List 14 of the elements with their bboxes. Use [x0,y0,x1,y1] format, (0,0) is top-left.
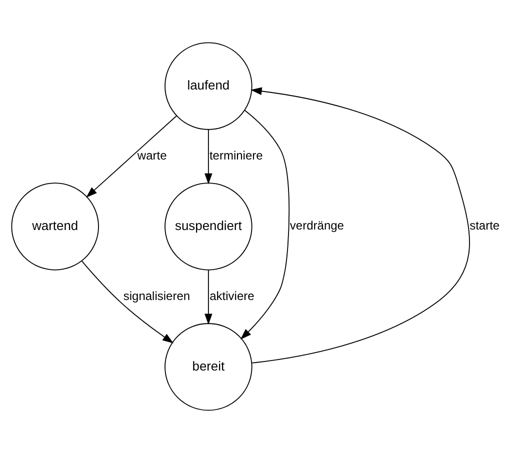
arrow [81,260,174,344]
arrow [240,110,290,340]
node-circle: suspendiert [164,182,252,270]
arrow [204,270,212,325]
edge-label: signalisieren [123,288,190,303]
edge-label: terminiere [209,148,263,162]
arrow [250,87,470,364]
edge-label: verdränge [290,218,344,233]
node-circle: laufend [164,42,252,130]
edge-label: starte [470,218,500,233]
edge-label: aktiviere [210,288,254,303]
edge-label: warte [137,148,167,162]
arrow [204,129,212,184]
arrow [86,115,178,198]
